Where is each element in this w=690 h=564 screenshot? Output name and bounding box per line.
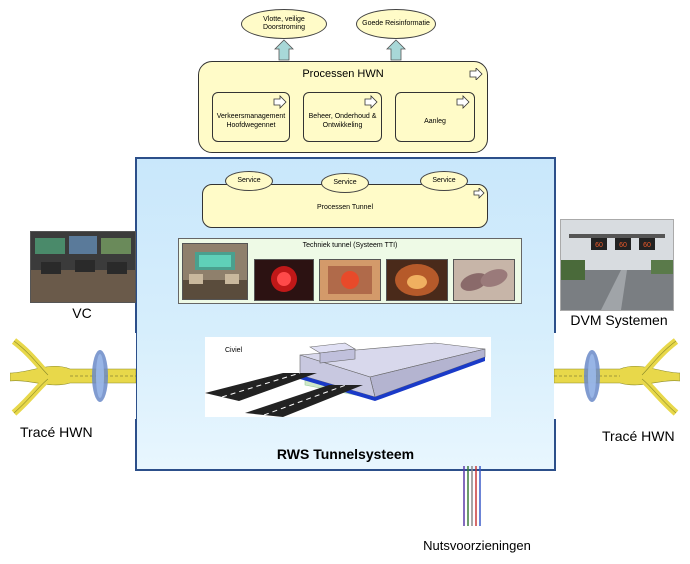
red-light-image-icon — [255, 260, 313, 300]
processen-item-label: Beheer, Onderhoud & Ontwikkeling — [308, 113, 377, 129]
techniek-tunnel-label: Techniek tunnel (Systeem TTI) — [302, 242, 398, 249]
trace-right-label: Tracé HWN — [602, 428, 675, 444]
pipes-photo — [453, 259, 515, 301]
vc-photo — [30, 231, 136, 303]
tunnel-image-icon — [387, 260, 447, 300]
tunnel-interior-photo — [386, 259, 448, 301]
svg-text:60: 60 — [643, 242, 651, 249]
up-arrow-left-icon — [274, 39, 294, 61]
vc-control-room-image-icon — [31, 232, 135, 302]
up-arrow-right-icon — [386, 39, 406, 61]
processen-hwn-box: Processen HWN Verkeersmanagement Hoofdwe… — [198, 61, 488, 153]
pipes-image-icon — [454, 260, 514, 300]
item-arrow-icons — [273, 95, 470, 109]
tunnel-arrow-icon — [473, 188, 485, 199]
svg-text:60: 60 — [595, 242, 603, 249]
control-room-image-icon — [183, 244, 247, 299]
outcome-doorstroming-label: Vlotte, veilige Doorstroming — [262, 16, 305, 31]
techniek-tunnel-box: Techniek tunnel (Systeem TTI) — [178, 238, 522, 304]
processen-item-label: Verkeersmanagement Hoofdwegennet — [216, 113, 286, 129]
process-arrow-icon — [469, 68, 483, 80]
up-arrows — [274, 39, 406, 61]
fire-photo — [319, 259, 381, 301]
outcome-doorstroming: Vlotte, veilige Doorstroming — [241, 9, 327, 39]
control-room-photo — [182, 243, 248, 300]
trace-right-map — [554, 333, 680, 419]
rws-tunnelsysteem-box: Processen Tunnel Service Service Service… — [135, 157, 556, 471]
svg-text:60: 60 — [619, 242, 627, 249]
service-ellipse-1: Service — [225, 171, 273, 191]
outcome-reisinformatie-label: Goede Reisinformatie — [362, 20, 430, 27]
utility-cables — [463, 466, 481, 526]
service-label: Service — [432, 177, 456, 184]
nutsvoorzieningen-label: Nutsvoorzieningen — [423, 538, 531, 553]
processen-hwn-title: Processen HWN — [302, 68, 384, 80]
civiel-box: Civiel — [205, 337, 491, 417]
dvm-road-image-icon: 60 60 60 — [561, 220, 673, 310]
service-label: Service — [237, 177, 261, 184]
traffic-light-photo — [254, 259, 314, 301]
rws-tunnelsysteem-title: RWS Tunnelsysteem — [276, 446, 415, 462]
fire-image-icon — [320, 260, 380, 300]
service-label: Service — [333, 179, 357, 186]
dvm-label: DVM Systemen — [570, 312, 668, 328]
service-ellipse-2: Service — [321, 173, 369, 193]
trace-left-map — [10, 333, 136, 419]
tunnel-cross-section-illustration — [205, 342, 486, 417]
dvm-photo: 60 60 60 — [560, 219, 674, 311]
vc-label: VC — [72, 305, 92, 321]
trace-left-label: Tracé HWN — [20, 424, 93, 440]
processen-item-label: Aanleg — [424, 117, 446, 125]
outcome-reisinformatie: Goede Reisinformatie — [356, 9, 436, 39]
civiel-label: Civiel — [225, 347, 243, 354]
processen-tunnel-label: Processen Tunnel — [316, 204, 374, 211]
service-ellipse-3: Service — [420, 171, 468, 191]
